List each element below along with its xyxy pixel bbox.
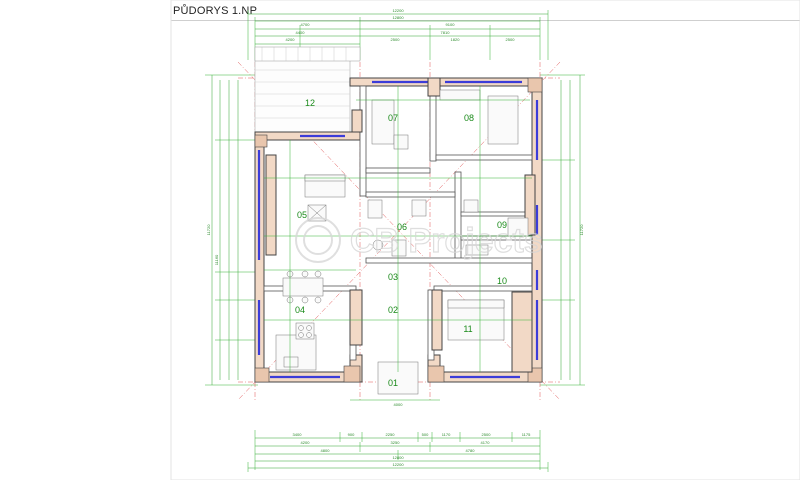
sheet-title: PŮDORYS 1.NP [173, 5, 258, 17]
dim-right-overall: 11720 [579, 224, 584, 236]
dim-bottom-2: 900 [348, 432, 355, 437]
dim-top-row4-1: 4200 [286, 37, 296, 42]
dim-bottom-row3-2: 4780 [466, 448, 476, 453]
room-label-06: 06 [397, 222, 407, 232]
dim-bottom-4: 500 [422, 432, 429, 437]
dim-left-overall-2: 11160 [214, 254, 219, 265]
dim-bottom-overall-2: 12200 [392, 462, 404, 467]
dim-bottom-6: 2500 [482, 432, 492, 437]
dim-bottom-row2-2: 3250 [391, 440, 401, 445]
dim-bottom-overall: 12800 [392, 455, 404, 460]
dim-top-row3-1: 4400 [296, 30, 306, 35]
dim-bottom-row3-1: 4800 [321, 448, 331, 453]
furniture [275, 89, 529, 395]
room-label-05: 05 [297, 210, 307, 220]
room-label-03: 03 [388, 272, 398, 282]
dim-top-overall: 12200 [392, 8, 404, 13]
dim-top-seg-2: 9100 [446, 22, 456, 27]
watermark: CB Projects [295, 217, 543, 263]
room-label-01: 01 [388, 378, 398, 388]
side-dimensions: 11720 11160 11720 [205, 74, 585, 386]
dim-entrance: 4000 [394, 402, 404, 407]
dim-top-row3-2: 7810 [441, 30, 451, 35]
dim-bottom-3: 2250 [386, 432, 396, 437]
dim-bottom-1: 3400 [293, 432, 303, 437]
title-rule [171, 20, 800, 21]
room-label-12: 12 [305, 98, 315, 108]
dim-top-overall-2: 12800 [392, 15, 404, 20]
inner-dimensions [264, 86, 532, 372]
room-label-11: 11 [463, 324, 472, 334]
dim-top-row4-3: 1820 [451, 37, 461, 42]
bottom-dimensions: 4000 3400 900 2250 500 1170 2500 1175 42… [247, 399, 549, 472]
dim-left-overall: 11720 [206, 224, 211, 236]
windows [257, 80, 539, 379]
room-label-08: 08 [464, 113, 474, 123]
dim-top-row4-4: 2500 [506, 37, 516, 42]
watermark-text: CB Projects [350, 222, 543, 260]
room-label-10: 10 [497, 276, 507, 286]
dim-bottom-7: 1175 [522, 432, 531, 437]
dim-bottom-row2-1: 4200 [301, 440, 311, 445]
room-labels: 01 02 03 04 05 06 07 08 09 10 11 12 [295, 98, 507, 388]
room-label-04: 04 [295, 305, 305, 315]
room-label-02: 02 [388, 305, 398, 315]
room-label-07: 07 [388, 113, 398, 123]
room-label-09: 09 [497, 220, 507, 230]
terrace-12 [254, 46, 361, 133]
sheet-frame [170, 0, 800, 480]
dim-bottom-5: 1170 [442, 432, 451, 437]
dim-top-row4-2: 2500 [391, 37, 401, 42]
dim-bottom-row2-3: 4170 [481, 440, 491, 445]
dim-top-seg-1: 4700 [301, 22, 311, 27]
